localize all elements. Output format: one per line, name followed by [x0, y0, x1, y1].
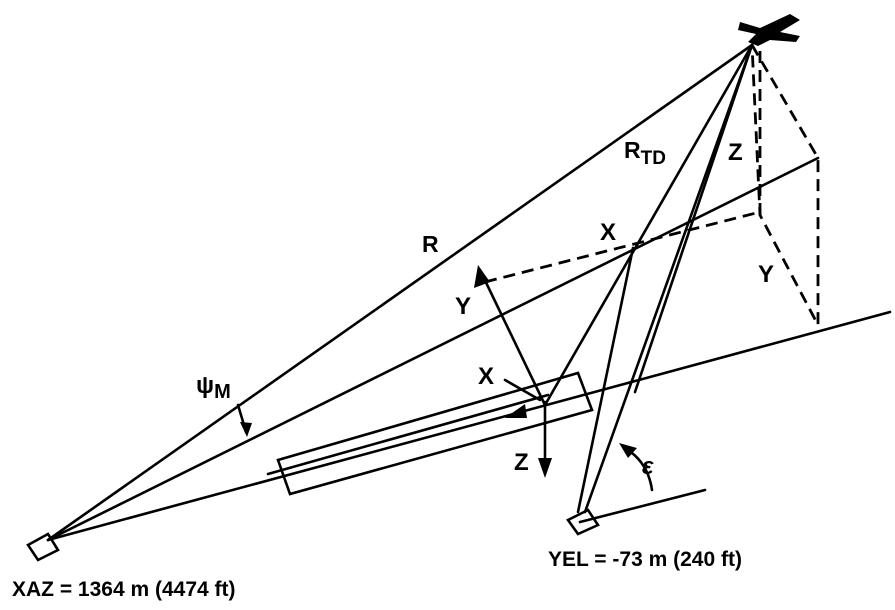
label-y-axis: Y [455, 293, 471, 320]
azimuth-site-marker [26, 532, 60, 562]
y-axis [478, 268, 547, 407]
elevation-site-baseline [578, 488, 707, 524]
runway-centerline [266, 393, 550, 476]
range-line-r [46, 43, 754, 542]
caption-xaz: XAZ = 1364 m (4474 ft) [12, 578, 236, 601]
label-z-upper: Z [728, 139, 743, 166]
label-r: R [422, 231, 439, 257]
projection-line [46, 156, 820, 542]
psi-arc-arrowhead [240, 422, 252, 437]
rtd-line [543, 43, 754, 407]
label-y-right: Y [758, 261, 774, 288]
label-z-axis: Z [514, 449, 529, 476]
x-label-leader [503, 378, 542, 402]
dashed-y-line [484, 210, 761, 284]
elevation-site-marker [566, 508, 600, 536]
dashed-box [750, 44, 820, 326]
ground-line [46, 310, 892, 542]
aircraft-ground-line [633, 43, 754, 394]
label-x-axis: X [478, 363, 494, 390]
epsilon-arc-arrowhead [619, 443, 637, 458]
elevation-site-line [576, 246, 635, 514]
elevation-sight-line [583, 43, 754, 514]
x-axis-arrowhead [505, 404, 527, 418]
label-x-upper: X [600, 219, 616, 246]
label-epsilon: ε [642, 453, 654, 480]
z-axis-arrowhead [538, 458, 552, 478]
label-rtd: RTD [624, 137, 666, 169]
aircraft-icon [738, 14, 800, 46]
runway [276, 371, 594, 496]
label-psi-m: ψM [196, 372, 231, 403]
caption-yel: YEL = -73 m (240 ft) [548, 548, 742, 571]
